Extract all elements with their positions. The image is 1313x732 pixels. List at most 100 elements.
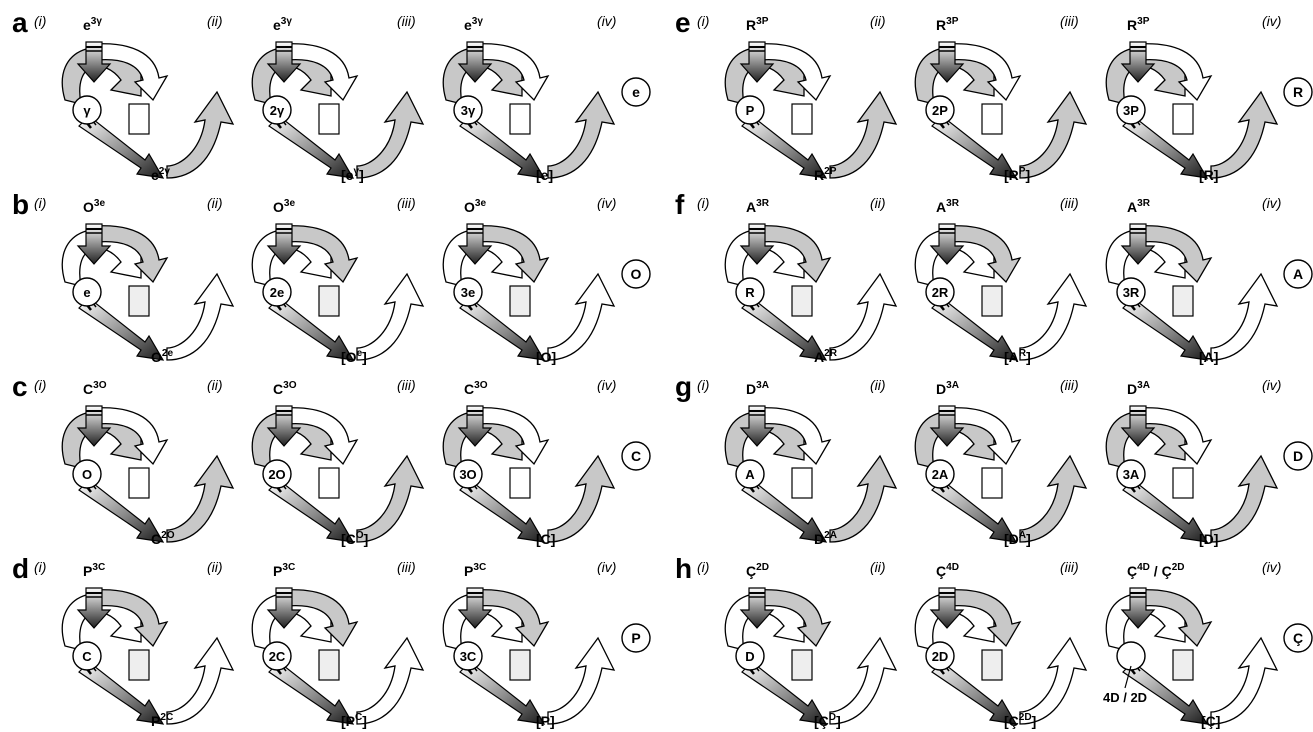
u-turn-arrow (548, 274, 614, 360)
cycle-unit-2: P3C2C[PC] (252, 562, 423, 729)
top-label: O3e (83, 198, 105, 215)
diagonal-arrow (460, 480, 544, 542)
bottom-label: [R] (1199, 167, 1218, 183)
panel-letter: g (675, 371, 692, 402)
u-turn-arrow (830, 92, 896, 178)
bottom-label: C2O (151, 530, 175, 547)
token-label: P (746, 103, 755, 118)
top-label: R3P (746, 16, 769, 33)
top-label: D3A (746, 380, 770, 397)
numeral-4: (iv) (597, 13, 616, 29)
panel-letter: b (12, 189, 29, 220)
top-label: A3R (746, 198, 770, 215)
panel-c: c(i)(ii)(iii)(iv)C3OOC2OC3O2O[CO]C3O3O[C… (12, 371, 650, 547)
u-turn-arrow (167, 274, 233, 360)
numeral-2: (ii) (870, 13, 886, 29)
final-label: e (632, 84, 640, 100)
panel-a: a(i)(ii)(iii)(iv)e3γγe2γe3γ2γ[eγ]e3γ3γ[e… (12, 7, 650, 183)
token-label: 2e (270, 285, 284, 300)
panel-h: h(i)(ii)(iii)(iv)Ç2DD[ÇD]Ç4D2D[Ç2D]Ç4D /… (675, 553, 1312, 729)
u-turn-arrow (167, 638, 233, 724)
tab-rect (319, 650, 339, 680)
panel-b: b(i)(ii)(iii)(iv)O3eeO2eO3e2e[Oe]O3e3e[O… (12, 189, 650, 365)
token-label: 2γ (270, 103, 285, 118)
numeral-4: (iv) (597, 377, 616, 393)
bottom-label: e2γ (151, 166, 170, 183)
cycle-unit-3: O3e3e[O] (443, 198, 614, 365)
bottom-label: P2C (151, 712, 173, 729)
tab-rect (982, 104, 1002, 134)
tab-rect (1173, 468, 1193, 498)
panel-letter: c (12, 371, 28, 402)
u-turn-arrow (167, 456, 233, 542)
cycle-unit-1: O3eeO2e (62, 198, 233, 365)
u-turn-arrow (830, 274, 896, 360)
bottom-label: O2e (151, 348, 173, 365)
diagonal-arrow (1123, 480, 1207, 542)
top-label: e3γ (464, 16, 483, 33)
token-label: 3A (1123, 467, 1140, 482)
numeral-4: (iv) (1262, 195, 1281, 211)
token-label: 2D (932, 649, 949, 664)
top-label: P3C (273, 562, 295, 579)
top-label: D3A (1127, 380, 1151, 397)
numeral-4: (iv) (1262, 377, 1281, 393)
u-turn-arrow (830, 638, 896, 724)
tab-rect (510, 286, 530, 316)
u-turn-arrow (1020, 274, 1086, 360)
numeral-2: (ii) (207, 559, 223, 575)
u-turn-arrow (1211, 92, 1277, 178)
panel-g: g(i)(ii)(iii)(iv)D3AAD2AD3A2A[DA]D3A3A[D… (675, 371, 1312, 547)
u-turn-arrow (167, 92, 233, 178)
u-turn-arrow (1020, 456, 1086, 542)
top-label: P3C (464, 562, 486, 579)
top-label: Ç2D (746, 562, 769, 579)
bottom-label: [Ç2D] (1004, 712, 1036, 729)
bottom-label: [D] (1199, 531, 1218, 547)
tab-rect (129, 468, 149, 498)
numeral-1: (i) (34, 195, 46, 211)
panel-letter: a (12, 7, 28, 38)
bottom-label: [e] (536, 167, 553, 183)
cycle-unit-3: e3γ3γ[e] (443, 16, 614, 183)
token-label: 3e (461, 285, 475, 300)
bottom-label: [A] (1199, 349, 1218, 365)
tab-rect (1173, 104, 1193, 134)
numeral-3: (iii) (397, 559, 416, 575)
numeral-3: (iii) (1060, 559, 1079, 575)
u-turn-arrow (548, 638, 614, 724)
numeral-1: (i) (34, 13, 46, 29)
bottom-label: [eγ] (341, 166, 364, 183)
numeral-2: (ii) (207, 195, 223, 211)
tab-rect (792, 104, 812, 134)
top-label: P3C (83, 562, 105, 579)
u-turn-arrow (548, 456, 614, 542)
cycle-unit-1: P3C C P2C (62, 562, 233, 729)
panel-f: f(i)(ii)(iii)(iv)A3RRA2RA3R2R[AR]A3R3R[A… (675, 189, 1312, 365)
numeral-3: (iii) (397, 195, 416, 211)
cycle-unit-3: A3R3R[A] (1106, 198, 1277, 365)
numeral-2: (ii) (207, 377, 223, 393)
token-label: O (82, 467, 92, 482)
tab-rect (129, 650, 149, 680)
u-turn-arrow (357, 92, 423, 178)
token-label: 2P (932, 103, 948, 118)
tab-rect (792, 286, 812, 316)
token-label: D (745, 649, 754, 664)
cycle-unit-3: P3C3C[P] (443, 562, 614, 729)
u-turn-arrow (357, 274, 423, 360)
bottom-label: [CO] (341, 530, 368, 547)
u-turn-arrow (357, 456, 423, 542)
token-label: C (82, 649, 92, 664)
top-label: e3γ (273, 16, 292, 33)
final-label: P (631, 630, 640, 646)
top-label: O3e (273, 198, 295, 215)
tab-rect (319, 468, 339, 498)
token-label: 3O (459, 467, 476, 482)
bottom-label: [Oe] (341, 348, 367, 365)
cycle-unit-2: e3γ 2γ [eγ] (252, 16, 423, 183)
bottom-label: [DA] (1004, 530, 1031, 547)
